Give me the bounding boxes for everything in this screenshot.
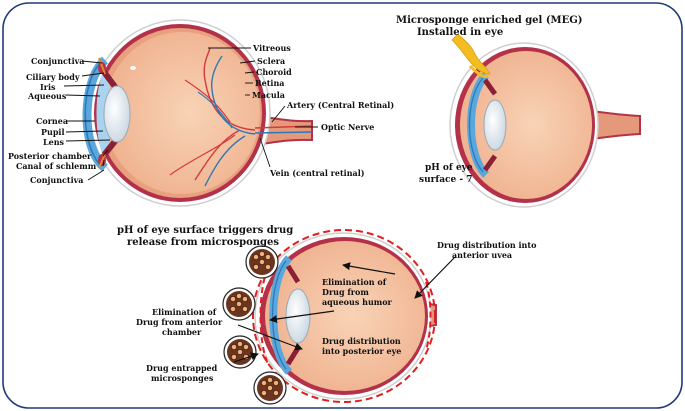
label-choroid: Choroid <box>256 67 292 77</box>
flow-arrows <box>233 256 456 363</box>
label-canal-of-schlemm: Canal of schlemm <box>16 161 97 171</box>
meg-labels: Microsponge enriched gel (MEG) Installed… <box>396 15 583 185</box>
posterior-line1: Drug distribution <box>322 336 401 346</box>
anatomy-leaders-left <box>63 60 111 181</box>
label-aqueous: Aqueous <box>27 91 67 101</box>
entrapped-line1: Drug entrapped <box>146 363 218 373</box>
label-posterior-chamber: Posterior chamber <box>8 151 92 161</box>
microsponge <box>253 371 287 405</box>
label-sclera: Sclera <box>257 56 285 66</box>
anatomy-labels: Conjunctiva Ciliary body Iris Aqueous Co… <box>8 43 394 185</box>
label-ciliary-body: Ciliary body <box>26 72 80 82</box>
label-iris: Iris <box>40 82 56 92</box>
anterior-uvea-line2: anterior uvea <box>452 250 512 260</box>
meg-title-line1: Microsponge enriched gel (MEG) <box>396 15 583 26</box>
drug-distribution-dash <box>252 229 436 403</box>
label-optic-nerve: Optic Nerve <box>321 122 374 132</box>
meg-ph-line2: surface - 7 <box>419 175 473 185</box>
meg-gel-blob <box>451 33 491 75</box>
label-cornea: Cornea <box>36 116 68 126</box>
label-macula: Macula <box>252 90 285 100</box>
trigger-line2: release from microsponges <box>127 237 279 248</box>
label-vein: Vein (central retinal) <box>269 168 365 178</box>
label-artery: Artery (Central Retinal) <box>286 100 394 110</box>
microsponge <box>245 245 279 279</box>
anterior-uvea-line1: Drug distribution into <box>437 240 537 250</box>
meg-title-line2: Installed in eye <box>417 27 503 38</box>
aqueous-elim-line3: aqueous humor <box>322 297 393 307</box>
meg-ph-line1: pH of eye <box>425 163 473 173</box>
anterior-elim-line1: Elimination of <box>152 307 217 317</box>
trigger-line1: pH of eye surface triggers drug <box>117 225 293 236</box>
anatomy-eye <box>82 19 313 207</box>
aqueous-elim-line1: Elimination of <box>322 277 387 287</box>
aqueous-elim-line2: Drug from <box>322 287 369 297</box>
meg-eye <box>449 33 641 208</box>
vitreous-body <box>104 32 260 194</box>
label-lens: Lens <box>43 137 65 147</box>
posterior-line2: into posterior eye <box>322 346 401 356</box>
release-eye <box>252 229 437 403</box>
lens-shape <box>103 85 131 143</box>
anterior-elim-line2: Drug from anterior <box>136 317 223 327</box>
label-vitreous: Vitreous <box>252 43 291 53</box>
microsponges <box>222 245 287 405</box>
anterior-elim-line3: chamber <box>162 327 202 337</box>
label-pupil: Pupil <box>41 127 65 137</box>
label-retina: Retina <box>255 78 284 88</box>
label-conjunctiva-top: Conjunctiva <box>31 56 84 66</box>
release-labels: pH of eye surface triggers drug release … <box>117 225 537 383</box>
anatomy-leaders-right <box>208 47 318 168</box>
microsponge <box>222 287 256 321</box>
microsponge <box>223 335 257 369</box>
entrapped-line2: microsponges <box>151 373 214 383</box>
label-conjunctiva-bottom: Conjunctiva <box>30 175 83 185</box>
